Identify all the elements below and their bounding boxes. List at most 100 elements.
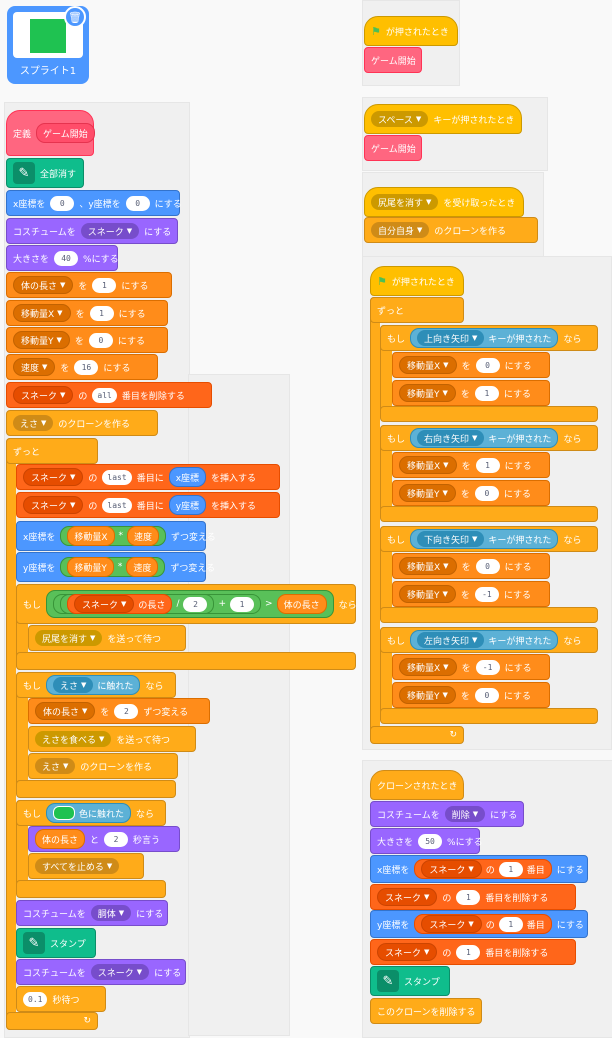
value-input[interactable]: -1 bbox=[474, 586, 499, 602]
add-operator[interactable]: スネーク▼ の長さ / 2 + 1 bbox=[53, 594, 262, 614]
costume-dropdown[interactable]: スネーク▼ bbox=[80, 223, 140, 239]
list-dropdown[interactable]: スネーク▼ bbox=[23, 496, 84, 514]
list-dropdown[interactable]: スネーク▼ bbox=[74, 595, 135, 613]
set-body-length-block[interactable]: 体の長さ▼ を 1 にする bbox=[6, 272, 172, 298]
key-dropdown[interactable]: 下向き矢印▼ bbox=[417, 531, 485, 547]
value-input[interactable]: 0 bbox=[475, 558, 500, 574]
list-dropdown[interactable]: スネーク▼ bbox=[421, 915, 482, 933]
list-dropdown[interactable]: スネーク▼ bbox=[377, 888, 438, 906]
clone-target-dropdown[interactable]: えさ▼ bbox=[13, 415, 54, 431]
divide-operator[interactable]: スネーク▼ の長さ / 2 bbox=[60, 594, 215, 614]
key-pressed-sensor[interactable]: 右向き矢印▼ キーが押された bbox=[410, 428, 559, 448]
wait-secs-input[interactable]: 0.1 bbox=[23, 991, 48, 1007]
erase-all-block[interactable]: ✎ 全部消す bbox=[6, 158, 84, 188]
costume-dropdown[interactable]: スネーク▼ bbox=[90, 964, 150, 980]
value-input[interactable]: 0 bbox=[474, 485, 499, 501]
touching-sensor[interactable]: えさ▼ に触れた bbox=[46, 675, 141, 695]
set-move-x-up-block[interactable]: 移動量X▼ を 0 にする bbox=[392, 352, 550, 378]
touching-color-sensor[interactable]: 色に触れた bbox=[46, 803, 132, 823]
switch-costume-block[interactable]: コスチュームを スネーク▼ にする bbox=[6, 218, 178, 244]
create-clone-myself-block[interactable]: 自分自身▼ のクローンを作る bbox=[364, 217, 538, 243]
value-input[interactable]: 1 bbox=[92, 277, 117, 293]
y-position-reporter[interactable]: y座標 bbox=[168, 495, 207, 515]
variable-dropdown[interactable]: 移動量Y▼ bbox=[399, 585, 456, 603]
go-to-xy-block[interactable]: x座標を 0 、y座標を 0 にする bbox=[6, 190, 182, 216]
change-body-length-block[interactable]: 体の長さ▼ を 2 ずつ変える bbox=[28, 698, 210, 724]
variable-dropdown[interactable]: 移動量Y▼ bbox=[399, 686, 456, 704]
set-x-to-item-block[interactable]: x座標を スネーク▼ の 1 番目 にする bbox=[370, 855, 588, 883]
set-move-y-down-block[interactable]: 移動量Y▼ を -1 にする bbox=[392, 581, 550, 607]
index-input[interactable]: 1 bbox=[456, 944, 481, 960]
multiply-operator[interactable]: 移動量Y * 速度 bbox=[60, 557, 166, 577]
list-dropdown[interactable]: スネーク▼ bbox=[377, 943, 438, 961]
value-input[interactable]: 1 bbox=[89, 305, 114, 321]
size-input[interactable]: 40 bbox=[54, 250, 79, 266]
insert-snake-x-block[interactable]: スネーク▼ の last 番目に x座標 を挿入する bbox=[16, 464, 280, 490]
delete-item-1-block-a[interactable]: スネーク▼ の 1 番目を削除する bbox=[370, 884, 576, 910]
variable-dropdown[interactable]: 移動量X▼ bbox=[399, 456, 457, 474]
broadcast-eat-block[interactable]: えさを食べる▼ を送って待つ bbox=[28, 726, 196, 752]
set-move-x-left-block[interactable]: 移動量X▼ を -1 にする bbox=[392, 654, 550, 680]
when-clone-start-hat[interactable]: クローンされたとき bbox=[370, 770, 464, 800]
body-length-reporter[interactable]: 体の長さ bbox=[276, 594, 327, 614]
stop-option-dropdown[interactable]: すべてを止める▼ bbox=[35, 858, 120, 874]
set-move-y-right-block[interactable]: 移動量Y▼ を 0 にする bbox=[392, 480, 550, 506]
value-input[interactable]: 1 bbox=[474, 385, 499, 401]
key-dropdown[interactable]: スペース▼ bbox=[371, 111, 429, 127]
switch-costume-snake-block[interactable]: コスチュームを スネーク▼ にする bbox=[16, 959, 186, 985]
key-pressed-sensor[interactable]: 上向き矢印▼ キーが押された bbox=[410, 328, 559, 348]
wait-block[interactable]: 0.1 秒待つ bbox=[16, 986, 106, 1012]
set-move-y-left-block[interactable]: 移動量Y▼ を 0 にする bbox=[392, 682, 550, 708]
addend-input[interactable]: 1 bbox=[230, 596, 255, 612]
forever-loop-body[interactable] bbox=[6, 438, 16, 1030]
stamp-block-right[interactable]: ✎ スタンプ bbox=[370, 966, 450, 996]
delete-this-clone-block[interactable]: このクローンを削除する bbox=[370, 998, 482, 1024]
move-x-reporter[interactable]: 移動量X bbox=[67, 526, 115, 546]
speed-reporter[interactable]: 速度 bbox=[126, 557, 159, 577]
when-space-pressed-hat[interactable]: スペース▼ キーが押されたとき bbox=[364, 104, 522, 134]
multiply-operator[interactable]: 移動量X * 速度 bbox=[60, 526, 167, 546]
switch-costume-body-block[interactable]: コスチュームを 胴体▼ にする bbox=[16, 900, 168, 926]
costume-dropdown[interactable]: 削除▼ bbox=[444, 806, 486, 822]
list-dropdown[interactable]: スネーク▼ bbox=[421, 860, 482, 878]
speed-reporter[interactable]: 速度 bbox=[127, 526, 160, 546]
x-input[interactable]: 0 bbox=[50, 195, 75, 211]
if-right-arrow-block[interactable]: もし 右向き矢印▼ キーが押された なら bbox=[380, 425, 598, 451]
index-input[interactable]: all bbox=[92, 387, 117, 403]
key-pressed-sensor[interactable]: 下向き矢印▼ キーが押された bbox=[410, 529, 559, 549]
list-dropdown[interactable]: スネーク▼ bbox=[23, 468, 84, 486]
costume-dropdown[interactable]: 胴体▼ bbox=[90, 905, 132, 921]
clone-target-dropdown[interactable]: 自分自身▼ bbox=[371, 222, 430, 238]
index-input[interactable]: last bbox=[102, 497, 132, 513]
set-move-x-block[interactable]: 移動量X▼ を 1 にする bbox=[6, 300, 168, 326]
variable-dropdown[interactable]: 速度▼ bbox=[13, 358, 56, 376]
create-clone-block[interactable]: えさ▼ のクローンを作る bbox=[6, 410, 158, 436]
insert-snake-y-block[interactable]: スネーク▼ の last 番目に y座標 を挿入する bbox=[16, 492, 280, 518]
secs-input[interactable]: 2 bbox=[104, 831, 129, 847]
define-hat-block[interactable]: 定義 ゲーム開始 bbox=[6, 110, 95, 156]
index-input[interactable]: 1 bbox=[498, 861, 523, 877]
variable-dropdown[interactable]: 体の長さ▼ bbox=[35, 702, 96, 720]
say-for-secs-block[interactable]: 体の長さ と 2 秒言う bbox=[28, 826, 180, 852]
index-input[interactable]: 1 bbox=[456, 889, 481, 905]
set-move-y-block[interactable]: 移動量Y▼ を 0 にする bbox=[6, 327, 168, 353]
set-move-y-up-block[interactable]: 移動量Y▼ を 1 にする bbox=[392, 380, 550, 406]
sprite-thumbnail[interactable]: スプライト1 🗑 bbox=[7, 6, 89, 84]
if-left-arrow-block[interactable]: もし 左向き矢印▼ キーが押された なら bbox=[380, 627, 598, 653]
if-body-length-block[interactable]: もし スネーク▼ の長さ / 2 + 1 > 体の長さ なら bbox=[16, 584, 357, 624]
list-length-reporter[interactable]: スネーク▼ の長さ bbox=[67, 594, 173, 614]
change-x-block[interactable]: x座標を 移動量X * 速度 ずつ変える bbox=[16, 521, 216, 551]
color-swatch[interactable] bbox=[53, 806, 76, 820]
set-speed-block[interactable]: 速度▼ を 16 にする bbox=[6, 354, 158, 380]
list-item-reporter[interactable]: スネーク▼ の 1 番目 bbox=[414, 914, 552, 934]
message-dropdown[interactable]: えさを食べる▼ bbox=[35, 731, 112, 747]
call-game-start-block-1[interactable]: ゲーム開始 bbox=[364, 47, 422, 73]
set-size-clone-block[interactable]: 大きさを 50 %にする bbox=[370, 828, 483, 854]
forever-block[interactable]: ずっと bbox=[6, 438, 98, 464]
if-touching-esa-block[interactable]: もし えさ▼ に触れた なら bbox=[16, 672, 176, 698]
if-touching-color-block[interactable]: もし 色に触れた なら bbox=[16, 800, 166, 826]
body-length-reporter[interactable]: 体の長さ bbox=[35, 829, 86, 849]
forever-block-right[interactable]: ずっと bbox=[370, 297, 464, 323]
set-move-x-right-block[interactable]: 移動量X▼ を 1 にする bbox=[392, 452, 550, 478]
message-dropdown[interactable]: 尻尾を消す▼ bbox=[371, 194, 439, 210]
